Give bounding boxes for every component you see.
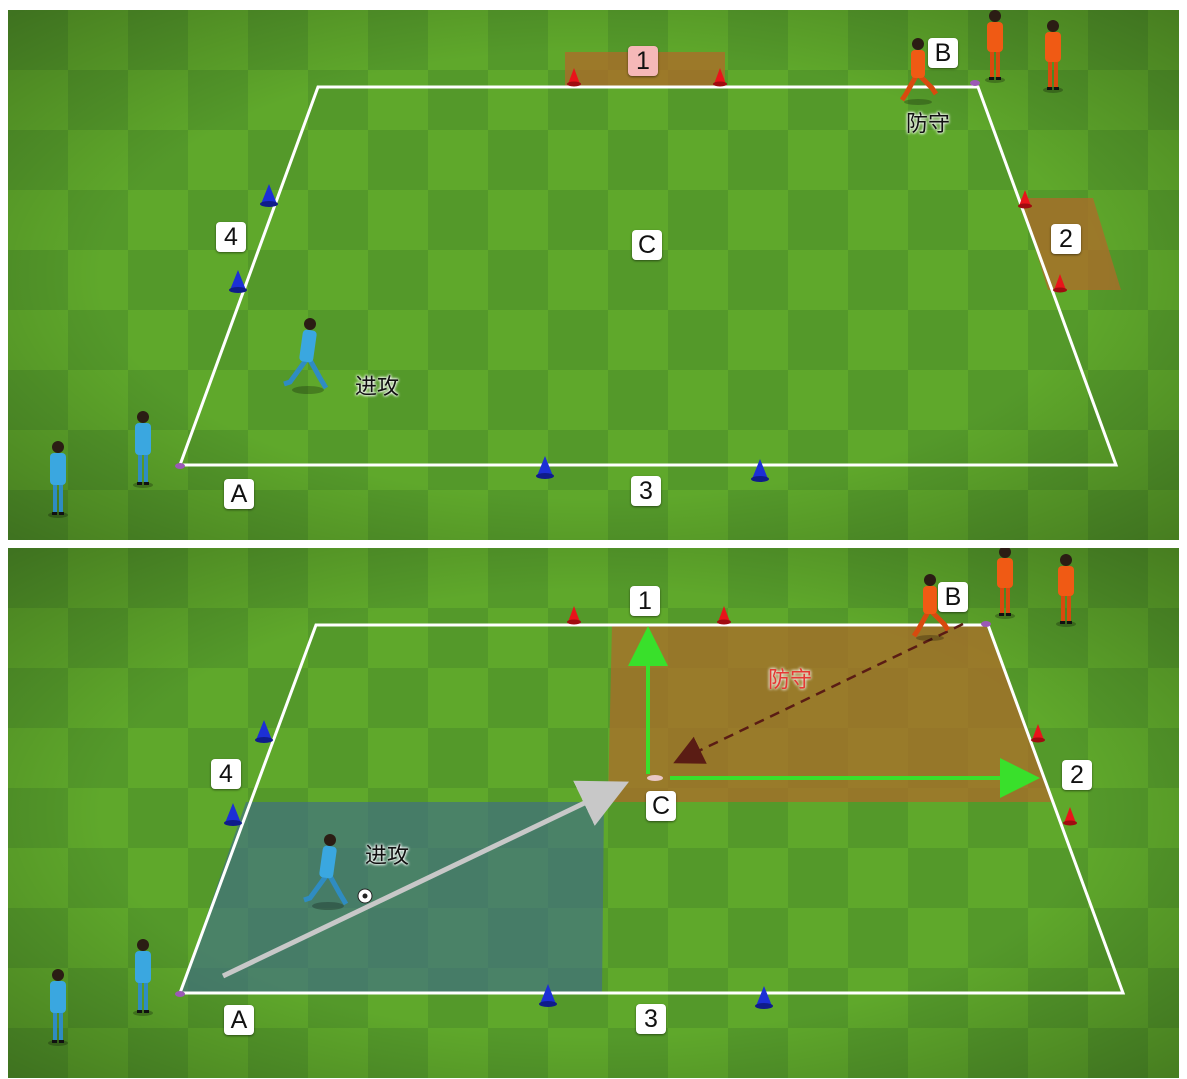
pitch-canvas [8, 10, 1179, 540]
point-c-marker [647, 775, 663, 781]
defend-zone [608, 625, 1054, 802]
label-3: 3 [631, 476, 661, 506]
corner-marker-a [175, 463, 185, 469]
label-b: B [928, 38, 958, 68]
corner-marker-b [981, 621, 991, 627]
label-c: C [646, 791, 676, 821]
pitch-canvas [8, 548, 1179, 1078]
label-4: 4 [211, 759, 241, 789]
defend-text: 防守 [768, 662, 812, 694]
attack-text: 进攻 [355, 369, 399, 401]
label-a: A [224, 1005, 254, 1035]
drill-diagram-phase-2: 1 2 3 4 A B C 进攻 防守 [8, 548, 1179, 1078]
label-2: 2 [1051, 224, 1081, 254]
soccer-ball-icon [358, 889, 372, 903]
label-1: 1 [628, 46, 658, 76]
corner-marker-b [970, 80, 980, 86]
label-c: C [632, 230, 662, 260]
attack-text: 进攻 [365, 838, 409, 870]
corner-marker-a [175, 991, 185, 997]
label-4: 4 [216, 222, 246, 252]
defend-text: 防守 [906, 106, 950, 138]
label-b: B [938, 582, 968, 612]
drill-diagram-phase-1: 1 2 3 4 A B C 进攻 防守 [8, 10, 1179, 540]
label-a: A [224, 479, 254, 509]
label-2: 2 [1062, 760, 1092, 790]
label-3: 3 [636, 1004, 666, 1034]
label-1: 1 [630, 586, 660, 616]
